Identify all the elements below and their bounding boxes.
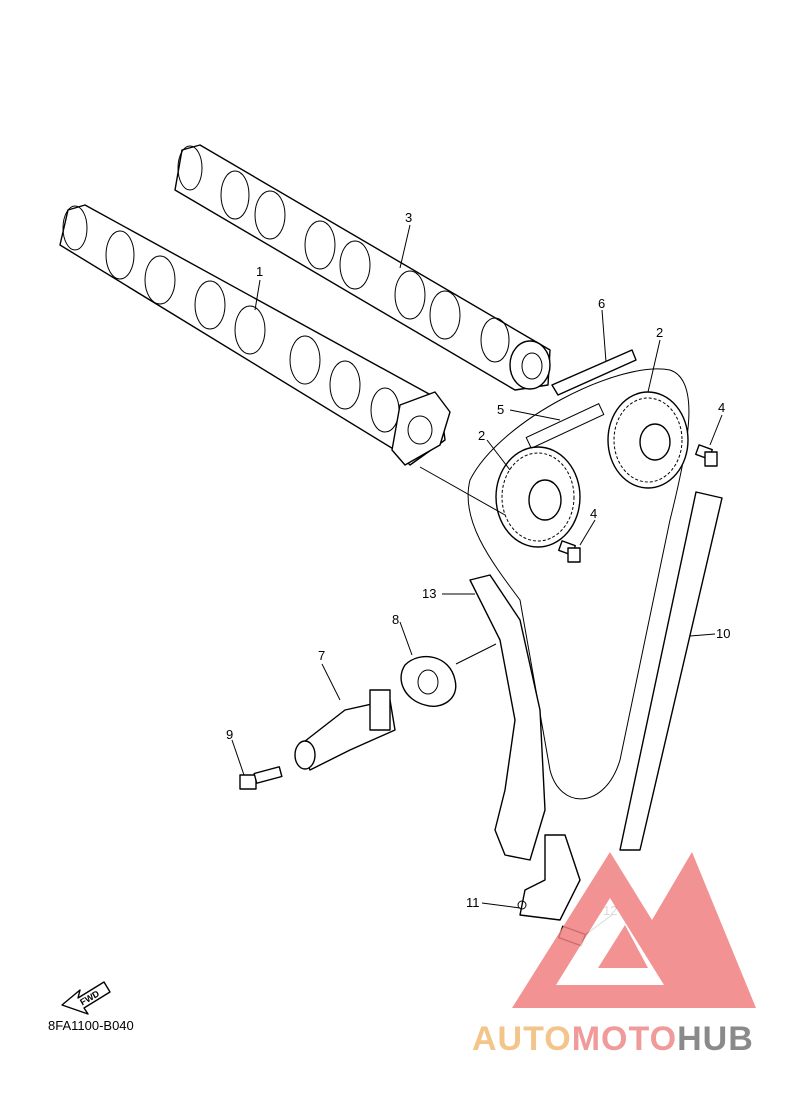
diagram-code: 8FA1100-B040 — [48, 1018, 134, 1033]
camshaft-sprocket-right — [607, 391, 689, 489]
callout-4-left: 4 — [590, 506, 597, 521]
chain-guide-top — [551, 349, 637, 396]
tensioner-gasket — [400, 655, 457, 707]
callout-10: 10 — [716, 626, 730, 641]
watermark-brand-hub: HUB — [677, 1020, 754, 1058]
fwd-arrow-icon: FWD — [61, 981, 111, 1015]
watermark-logo-icon — [512, 852, 756, 1008]
cam-chain-tensioner — [294, 689, 396, 771]
callout-13: 13 — [422, 586, 436, 601]
timing-chain — [467, 368, 690, 800]
callout-5: 5 — [497, 402, 504, 417]
callout-7: 7 — [318, 648, 325, 663]
callout-9: 9 — [226, 727, 233, 742]
timing-chain-links — [525, 402, 605, 450]
callout-6: 6 — [598, 296, 605, 311]
callout-1: 1 — [256, 264, 263, 279]
callout-2-left: 2 — [478, 428, 485, 443]
tensioner-bracket — [519, 834, 581, 921]
camshaft-intake — [59, 204, 451, 466]
chain-guide-right — [619, 491, 723, 851]
camshaft-sprocket-left — [495, 446, 581, 548]
callout-8: 8 — [392, 612, 399, 627]
chain-tensioner-guide — [469, 574, 546, 861]
callout-4-right: 4 — [718, 400, 725, 415]
sprocket-bolt-left — [558, 540, 581, 563]
watermark-brand-auto: AUTO — [472, 1020, 572, 1058]
callout-3: 3 — [405, 210, 412, 225]
callout-11: 11 — [466, 895, 480, 910]
camshaft-exhaust — [174, 144, 551, 391]
sprocket-bolt-right — [695, 444, 718, 467]
callout-2-right: 2 — [656, 325, 663, 340]
tensioner-bolt — [239, 766, 283, 790]
watermark-brand: AUTOMOTOHUB — [472, 1020, 754, 1059]
watermark-brand-moto: MOTO — [571, 1020, 678, 1058]
